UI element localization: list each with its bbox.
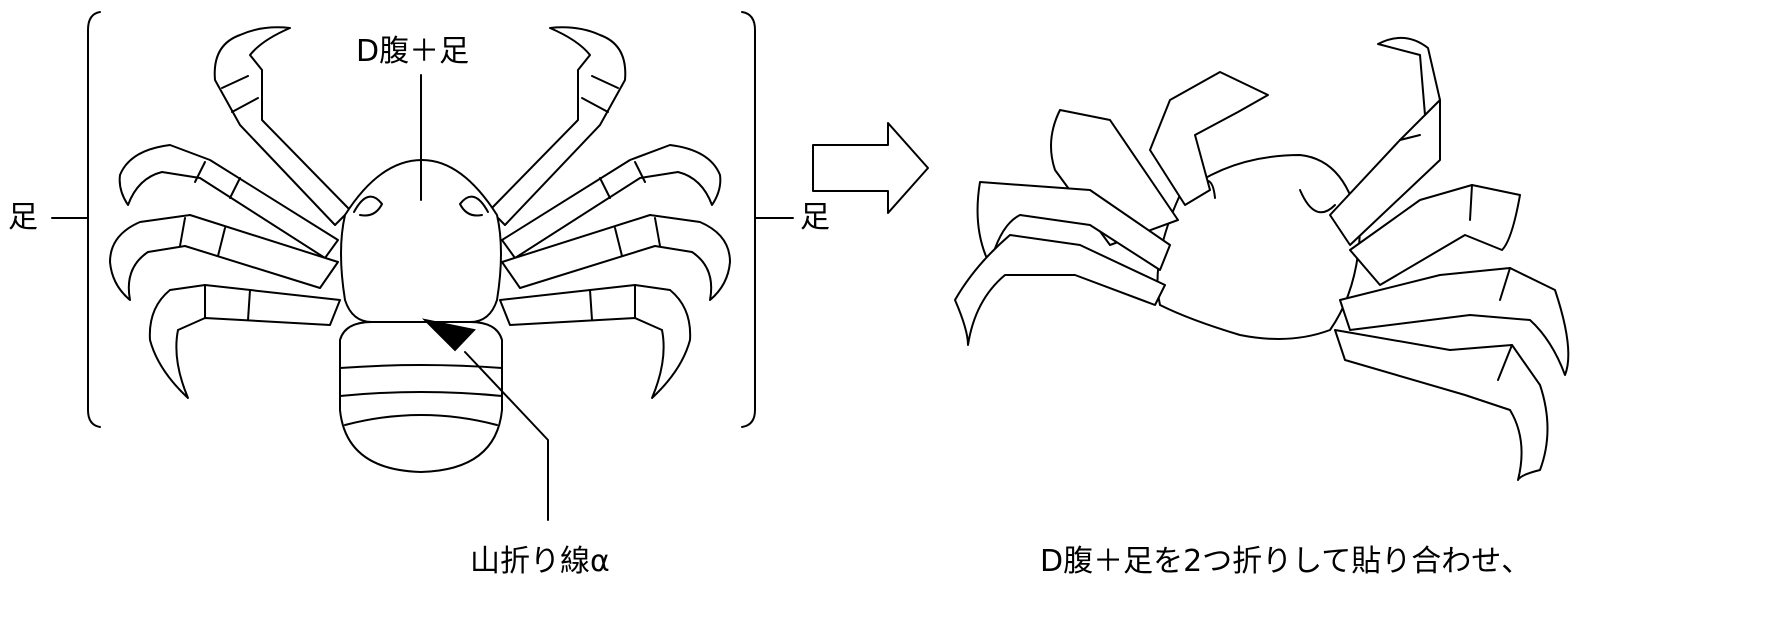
- right-legs: [490, 27, 730, 398]
- left-bracket: [88, 12, 100, 427]
- crab-flat-diagram-icon: [52, 12, 793, 520]
- abdomen: [340, 322, 502, 472]
- arrow-right-icon: [813, 123, 928, 213]
- leg-right-label: 足: [800, 203, 830, 233]
- crab-folded-diagram-icon: [955, 38, 1568, 480]
- fold-line-label: 山折り線α: [470, 547, 610, 577]
- leg-left-label: 足: [8, 203, 38, 233]
- abdomen-legs-label: D腹＋足: [356, 37, 469, 67]
- instruction-label: D腹＋足を2つ折りして貼り合わせ、: [1040, 547, 1531, 577]
- left-legs: [110, 27, 350, 398]
- right-bracket: [742, 12, 755, 427]
